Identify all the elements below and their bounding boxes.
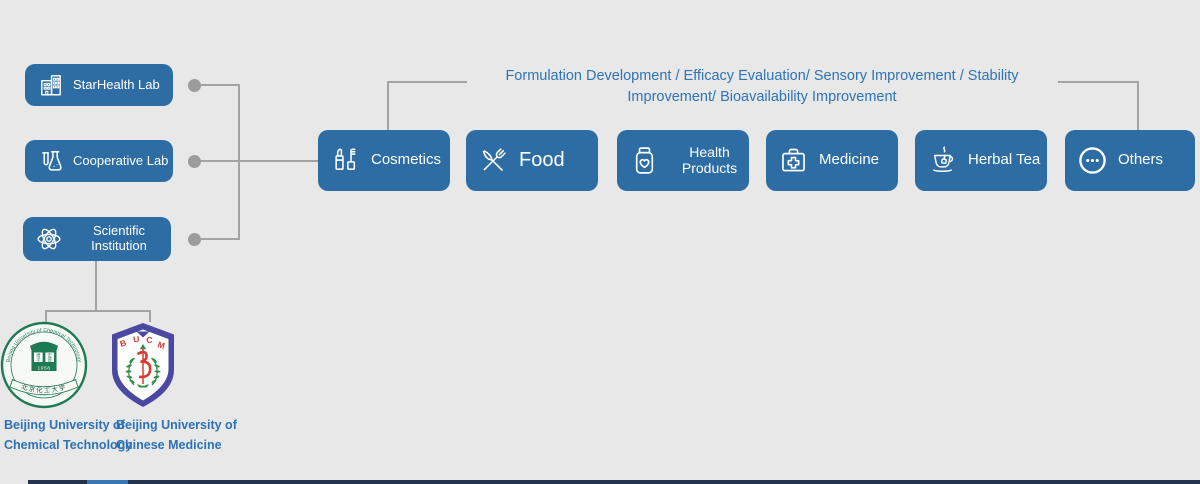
university-name-line: Beijing University of bbox=[116, 418, 237, 432]
connector-dot bbox=[188, 154, 201, 168]
connector-line bbox=[201, 238, 240, 240]
snake-staff-symbol bbox=[136, 344, 152, 388]
category-label: Others bbox=[1118, 151, 1164, 169]
svg-text:C: C bbox=[146, 335, 153, 346]
connector-dot bbox=[188, 78, 201, 92]
source-label: StarHealth Lab bbox=[73, 76, 160, 92]
svg-text:宏: 宏 bbox=[47, 352, 52, 359]
university-name-line: Beijing University of bbox=[4, 418, 125, 432]
seal-year: 1958 bbox=[37, 366, 50, 372]
category-box-herbal-tea: Herbal Tea bbox=[915, 130, 1047, 191]
category-label: Medicine bbox=[819, 151, 880, 169]
connector-line bbox=[387, 81, 389, 130]
source-label: Scientific Institution bbox=[91, 223, 147, 253]
category-box-health-products: Health Products bbox=[617, 130, 749, 191]
source-box-cooperative-lab: Cooperative Lab bbox=[25, 140, 173, 182]
connector-dot bbox=[188, 232, 201, 246]
buct-seal-logo: Beijing University of Chemical Technolog… bbox=[0, 319, 88, 411]
category-box-medicine: Medicine bbox=[766, 130, 898, 191]
svg-text:B: B bbox=[119, 338, 128, 349]
svg-text:学: 学 bbox=[36, 357, 41, 363]
university-name-line: Chemical Technology bbox=[4, 438, 133, 452]
bottom-bar bbox=[28, 480, 1200, 484]
connector-line bbox=[95, 261, 97, 311]
category-label: Herbal Tea bbox=[968, 151, 1041, 169]
svg-text:M: M bbox=[156, 339, 166, 351]
shield-acronym: B U C M bbox=[119, 334, 166, 351]
connector-line bbox=[1137, 81, 1139, 130]
medicine-icon bbox=[777, 144, 810, 177]
connector-line bbox=[149, 310, 151, 322]
cosmetics-icon bbox=[329, 144, 362, 177]
others-icon bbox=[1076, 144, 1109, 177]
connector-line bbox=[238, 84, 240, 240]
source-label: Cooperative Lab bbox=[73, 152, 169, 168]
health-products-icon bbox=[628, 144, 661, 177]
services-description: Formulation Development / Efficacy Evalu… bbox=[505, 68, 1019, 106]
building-icon bbox=[38, 72, 64, 98]
connector-line bbox=[201, 160, 318, 162]
connector-line bbox=[201, 84, 240, 86]
connector-line bbox=[45, 310, 47, 322]
university-name-buct: Beijing University of Chemical Technolog… bbox=[4, 415, 132, 455]
seal-emblem: 博 学 宏 德 1958 bbox=[30, 341, 58, 372]
herbal-tea-icon bbox=[926, 144, 959, 177]
svg-text:德: 德 bbox=[47, 357, 52, 364]
svg-text:U: U bbox=[133, 334, 140, 345]
svg-text:博: 博 bbox=[36, 352, 41, 359]
category-label: Health Products bbox=[681, 143, 738, 176]
laurel-branches bbox=[125, 357, 161, 386]
connector-line bbox=[387, 81, 467, 83]
category-label: Food bbox=[519, 149, 565, 172]
bottom-bar-accent bbox=[87, 480, 128, 484]
category-label: Cosmetics bbox=[371, 151, 442, 169]
university-name-line: Chinese Medicine bbox=[116, 438, 222, 452]
category-box-food: Food bbox=[466, 130, 598, 191]
source-box-scientific-institution: Scientific Institution bbox=[23, 217, 171, 261]
source-box-starhealth-lab: StarHealth Lab bbox=[25, 64, 173, 106]
university-name-bucm: Beijing University of Chinese Medicine bbox=[116, 415, 237, 455]
food-icon bbox=[477, 144, 510, 177]
connector-line bbox=[45, 310, 151, 312]
bucm-shield-logo: B U C M bbox=[107, 321, 179, 409]
atom-icon bbox=[36, 226, 62, 252]
lab-flask-icon bbox=[38, 148, 64, 174]
category-box-others: Others bbox=[1065, 130, 1195, 191]
category-box-cosmetics: Cosmetics bbox=[318, 130, 450, 191]
connector-line bbox=[1058, 81, 1139, 83]
